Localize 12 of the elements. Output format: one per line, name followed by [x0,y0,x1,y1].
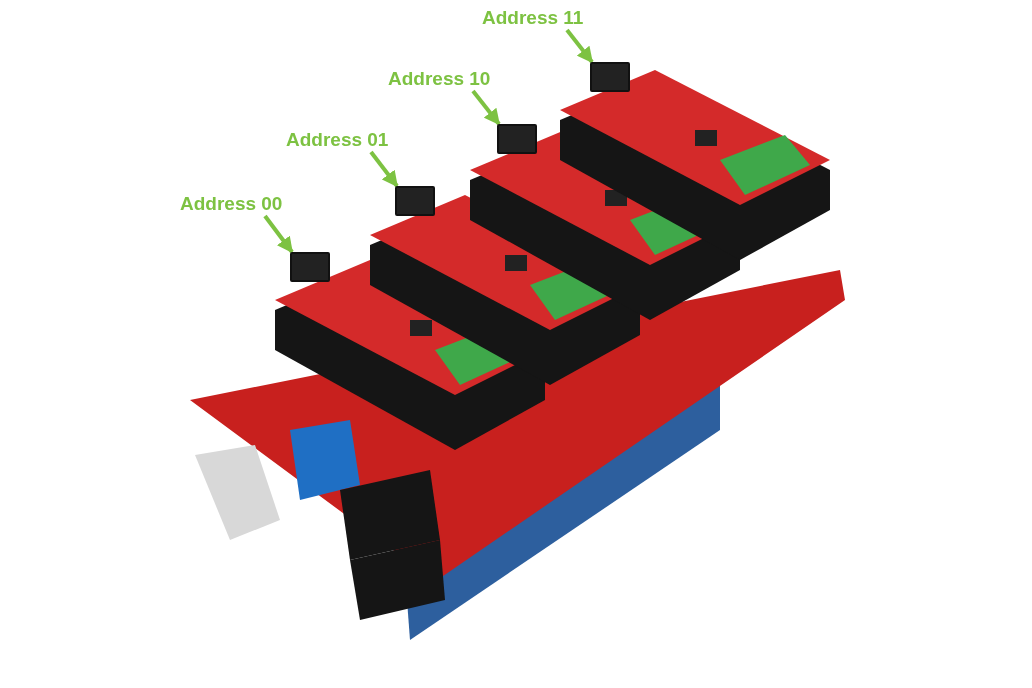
address-label: Address 00 [180,193,283,214]
arrow [263,214,294,254]
jumper-header [497,124,537,154]
address-label: Address 10 [388,68,491,89]
jumper-header [590,62,630,92]
arrow [369,150,399,188]
address-label: Address 01 [286,129,389,150]
arrow [565,28,594,64]
jumper-header [395,186,435,216]
address-label: Address 11 [482,7,584,28]
jumper-header [290,252,330,282]
arrow [471,89,501,126]
